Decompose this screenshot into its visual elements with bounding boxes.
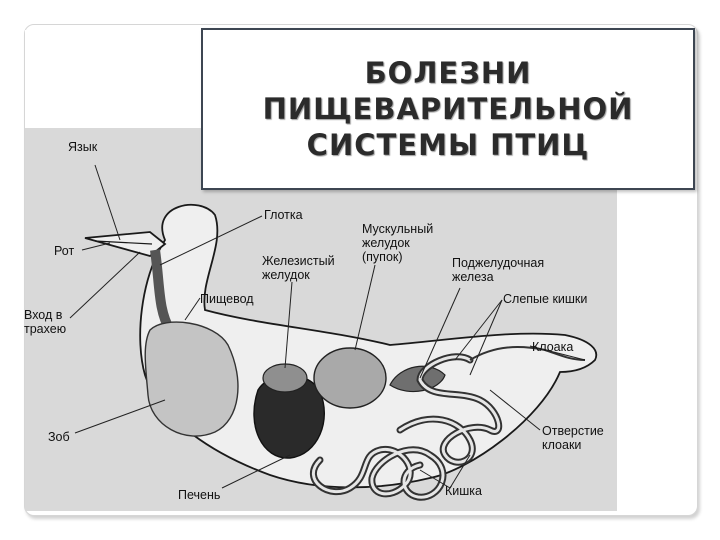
label-pharynx: Глотка [264, 208, 303, 222]
label-mouth: Рот [54, 244, 74, 258]
label-cloaca-opening: Отверстие клоаки [542, 424, 604, 452]
label-trachea-entrance: Вход в трахею [24, 308, 66, 336]
label-intestine: Кишка [445, 484, 482, 498]
label-ceca: Слепые кишки [503, 292, 587, 306]
label-proventriculus: Железистый желудок [262, 254, 335, 282]
leader-crop [75, 400, 165, 433]
label-cloaca: Клоака [532, 340, 573, 354]
leader-trachea [70, 252, 140, 318]
label-tongue: Язык [68, 140, 97, 154]
leader-tongue [95, 165, 120, 240]
title-box: БОЛЕЗНИ ПИЩЕВАРИТЕЛЬНОЙ СИСТЕМЫ ПТИЦ [201, 28, 695, 190]
crop-organ [145, 322, 238, 436]
label-gizzard: Мускульный желудок (пупок) [362, 222, 433, 264]
proventriculus-organ [263, 364, 307, 392]
gizzard-organ [314, 348, 386, 408]
leader-mouth [82, 243, 110, 250]
label-liver: Печень [178, 488, 220, 502]
label-esophagus: Пищевод [200, 292, 254, 306]
leader-gizzard [355, 265, 375, 350]
label-crop: Зоб [48, 430, 70, 444]
slide-title: БОЛЕЗНИ ПИЩЕВАРИТЕЛЬНОЙ СИСТЕМЫ ПТИЦ [263, 55, 634, 163]
label-pancreas: Поджелудочная железа [452, 256, 544, 284]
